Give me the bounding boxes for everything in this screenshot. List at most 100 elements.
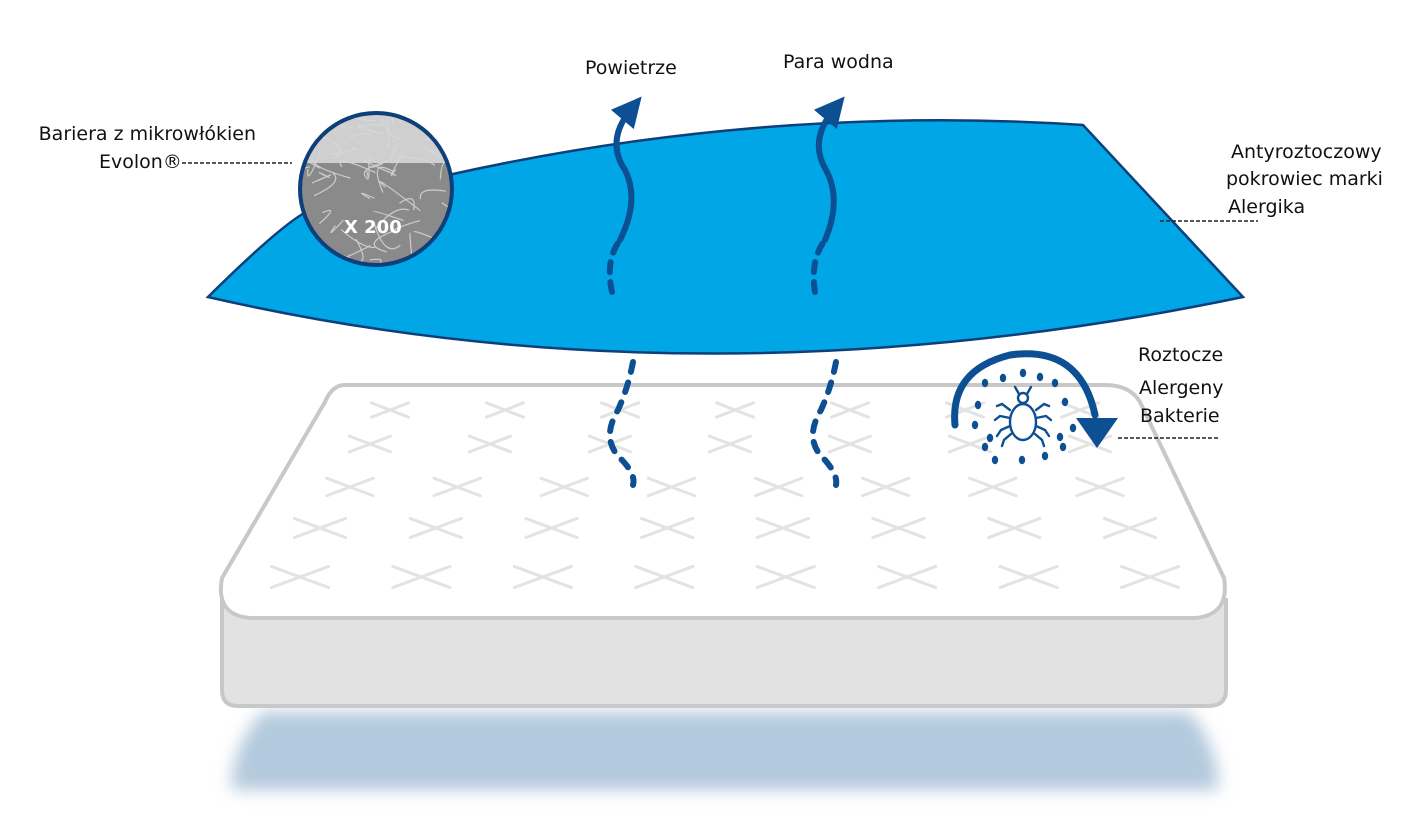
fiber-strand — [330, 219, 344, 233]
quilting-star — [987, 516, 1042, 540]
quilting-star — [1067, 434, 1113, 454]
allergen-dot — [981, 378, 989, 388]
allergen-dot — [971, 420, 979, 430]
allergen-dot — [1036, 372, 1044, 382]
fiber-strand — [312, 159, 351, 179]
quilting-star — [325, 476, 375, 498]
quilting-star — [829, 401, 871, 419]
allergen-dot — [1061, 397, 1069, 407]
allergen-dot — [1056, 432, 1064, 442]
allergen-dot — [1019, 368, 1027, 378]
cover-label-line2: pokrowiec marki — [1226, 168, 1383, 190]
quilting-star — [998, 564, 1059, 590]
quilting-star — [391, 564, 452, 590]
fiber-strand — [372, 210, 404, 222]
vapor-label: Para wodna — [783, 51, 894, 73]
fiber-strand — [302, 166, 303, 193]
quilting-star — [1075, 476, 1125, 498]
allergen-dot — [974, 400, 982, 410]
quilting-star — [755, 564, 816, 590]
quilting-star — [269, 564, 331, 590]
fiber-closeup-icon — [298, 111, 454, 267]
fiber-strand — [424, 138, 450, 145]
quilting-star — [408, 516, 463, 540]
quilting-star — [968, 476, 1018, 498]
fiber-strand — [302, 166, 310, 188]
quilting-star — [827, 434, 873, 454]
fiber-strand — [366, 118, 386, 126]
evolon-label-line1: Bariera z mikrowłókien — [38, 123, 256, 145]
fiber-strand — [373, 221, 401, 250]
fiber-strand — [427, 115, 438, 130]
fiber-strand — [304, 132, 314, 139]
fiber-strand — [311, 174, 332, 184]
quilting-star — [432, 476, 482, 498]
quilting-star — [467, 434, 513, 454]
fiber-strand — [340, 229, 376, 249]
allergen-dot — [999, 373, 1007, 383]
mite-icon — [993, 385, 1053, 448]
quilting-star — [1102, 516, 1158, 540]
allergen-dot — [986, 433, 994, 443]
fiber-strand — [390, 116, 396, 127]
quilting-star — [1119, 564, 1181, 590]
quilting-star — [634, 564, 695, 590]
quilting-star — [753, 476, 804, 498]
fiber-strand — [376, 166, 394, 193]
allergen-dot — [1069, 423, 1077, 433]
quilting-star — [871, 516, 926, 540]
blocking-arrow — [951, 350, 1118, 448]
allergens-label: Alergeny — [1139, 377, 1224, 399]
fiber-strand — [399, 156, 436, 166]
fiber-strand — [439, 161, 446, 180]
fiber-strand — [318, 171, 330, 179]
allergen-dot — [1059, 442, 1067, 452]
fiber-strand — [363, 160, 389, 181]
evolon-label-line2: Evolon® — [99, 151, 182, 173]
allergen-dot — [1018, 455, 1026, 465]
fiber-strand — [374, 208, 410, 230]
mattress-side — [220, 598, 1228, 708]
vapor-arrow — [810, 96, 845, 488]
quilting-star — [292, 516, 348, 540]
fiber-strand — [419, 189, 446, 200]
quilting-star — [639, 516, 695, 540]
air-arrow — [606, 96, 642, 488]
quilting-star — [347, 434, 393, 454]
fiber-strand — [330, 147, 357, 156]
allergen-dots — [971, 368, 1077, 465]
mites-label: Roztocze — [1138, 344, 1224, 366]
allergen-dot — [991, 455, 999, 465]
fiber-strand — [339, 160, 376, 174]
allergen-dot — [981, 442, 989, 452]
cover-label-line3: Alergika — [1228, 196, 1306, 218]
fiber-strand — [318, 209, 332, 225]
bacteria-label: Bakterie — [1140, 405, 1220, 427]
fiber-strand — [307, 151, 322, 177]
fiber-strand — [399, 198, 415, 211]
fiber-strand — [373, 229, 397, 253]
fiber-strand — [390, 220, 421, 232]
quilting-star — [860, 476, 911, 498]
quilting-star — [714, 401, 756, 419]
quilting-star — [755, 516, 811, 540]
fiber-strand — [357, 125, 384, 135]
air-label: Powietrze — [585, 57, 677, 79]
fiber-strand — [302, 119, 313, 129]
quilting-star — [512, 564, 573, 590]
quilting-star — [369, 401, 411, 419]
quilting-star — [484, 401, 526, 419]
quilting-star — [707, 434, 753, 454]
mattress-shadow — [231, 712, 1219, 790]
fiber-strand — [369, 258, 382, 263]
fiber-strand — [379, 181, 421, 212]
cover-label-line1: Antyroztoczowy — [1231, 141, 1382, 163]
fiber-strand — [349, 132, 371, 139]
quilting-star — [646, 476, 697, 498]
fiber-strand — [387, 115, 403, 140]
fiber-strand — [313, 172, 337, 197]
quilting-star — [877, 564, 938, 590]
allergen-dot — [1051, 378, 1059, 388]
allergen-dot — [1041, 451, 1049, 461]
